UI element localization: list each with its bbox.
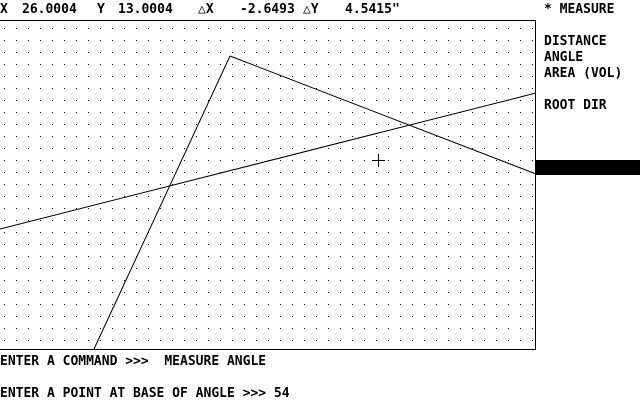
crosshair-icon [372,154,385,167]
dx-label: △X [198,2,214,17]
x-value: 26.0004 [22,2,77,17]
drawn-line-descending[interactable] [229,55,537,175]
menu-item-distance[interactable]: DISTANCE [544,34,607,49]
menu-item-area[interactable]: AREA (VOL) [544,66,623,81]
x-label: X [0,2,8,17]
menu-item-root-dir[interactable]: ROOT DIR [544,98,607,113]
y-label: Y [97,2,105,17]
dy-label: △Y [303,2,319,17]
drawn-line-long[interactable] [0,92,537,230]
y-value: 13.0004 [118,2,173,17]
dx-value: -2.6493 [240,2,295,17]
menu-title: * MEASURE [544,2,615,17]
prompt-line[interactable]: ENTER A POINT AT BASE OF ANGLE >>> 54 [0,386,290,401]
drawn-line-steep[interactable] [93,55,231,350]
menu-item-angle[interactable]: ANGLE [544,50,584,65]
command-line: ENTER A COMMAND >>> MEASURE ANGLE [0,354,267,369]
menu-highlight-bar[interactable] [536,160,640,175]
dot-grid [0,20,536,349]
dy-value: 4.5415" [345,2,400,17]
